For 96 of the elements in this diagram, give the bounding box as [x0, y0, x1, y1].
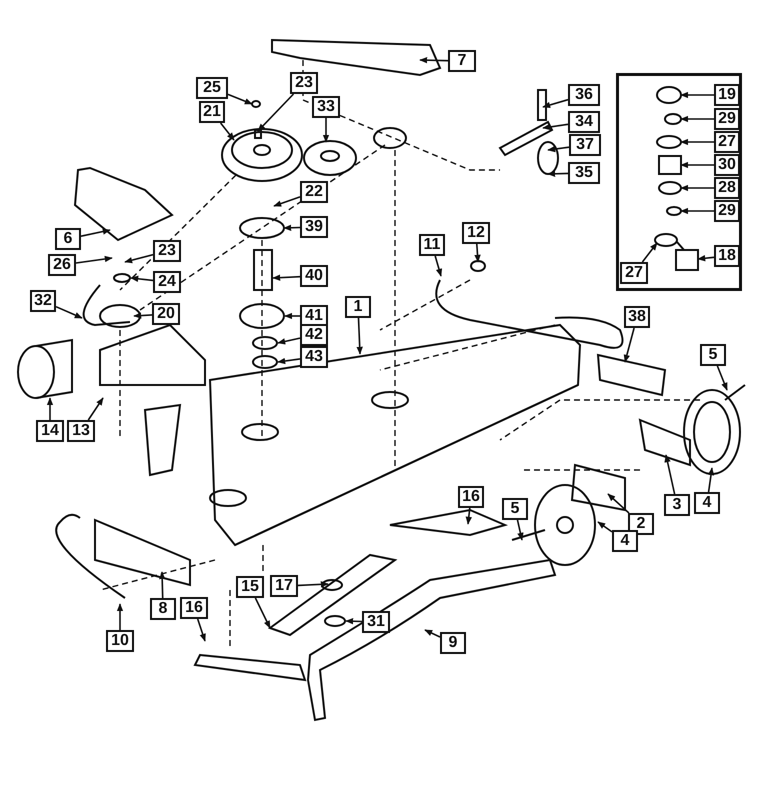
leader-line: [680, 184, 714, 192]
leader-line: [708, 467, 714, 492]
leader-line: [716, 366, 728, 391]
callout-number: 43: [300, 346, 328, 368]
leader-line: [322, 118, 330, 143]
leader-line: [642, 242, 658, 262]
leader-line: [46, 397, 54, 420]
callout-number: 23: [153, 240, 181, 262]
callout-number: 5: [502, 498, 528, 520]
callout-number: 5: [700, 344, 726, 366]
leader-line: [277, 337, 300, 345]
callout-number: 29: [714, 200, 740, 222]
callout-number: 36: [568, 84, 600, 106]
leader-line: [159, 571, 166, 598]
callout-number: 13: [67, 420, 95, 442]
callout-number: 21: [199, 101, 225, 123]
leader-line: [124, 254, 154, 264]
leader-line: [80, 228, 111, 237]
leader-line: [228, 94, 253, 105]
leader-line: [88, 397, 104, 420]
leader-line: [680, 208, 714, 214]
leader-line: [345, 618, 362, 624]
leader-line: [542, 124, 568, 130]
callout-number: 17: [270, 575, 298, 597]
callout-number: 4: [694, 492, 720, 514]
callout-number: 27: [620, 262, 648, 284]
leader-line: [220, 122, 235, 141]
leader-line: [680, 116, 714, 122]
leader-line: [664, 454, 676, 494]
callout-number: 14: [36, 420, 64, 442]
leader-line: [624, 328, 635, 363]
leader-line: [56, 306, 83, 319]
leader-line: [116, 603, 124, 630]
callout-number: 37: [569, 134, 601, 156]
callout-number: 16: [458, 486, 484, 508]
callout-number: 16: [180, 597, 208, 619]
leader-line: [133, 312, 152, 319]
callout-number: 26: [48, 254, 76, 276]
leader-line: [257, 93, 294, 132]
leader-line: [273, 196, 300, 207]
leader-line: [356, 318, 363, 355]
callout-number: 6: [55, 228, 81, 250]
callout-number: 11: [419, 234, 445, 256]
callout-number: 35: [568, 162, 600, 184]
leader-line: [196, 618, 206, 642]
callout-number: 4: [612, 530, 638, 552]
leader-line: [298, 581, 329, 588]
callout-number: 42: [300, 324, 328, 346]
leader-line: [76, 256, 113, 264]
leader-line: [474, 244, 481, 263]
callout-number: 27: [714, 131, 740, 153]
callout-number: 7: [448, 50, 476, 72]
leader-line: [680, 138, 714, 146]
callout-number: 1: [345, 296, 371, 318]
leader-line: [516, 520, 524, 541]
callout-number: 32: [30, 290, 56, 312]
leader-line: [130, 276, 154, 282]
callout-number: 23: [290, 72, 318, 94]
callout-number: 3: [664, 494, 690, 516]
callout-number: 38: [624, 306, 650, 328]
leader-line: [272, 274, 300, 281]
leader-line: [277, 358, 300, 364]
callout-number: 39: [300, 216, 328, 238]
leader-line: [547, 146, 570, 152]
leader-line: [284, 312, 300, 320]
leader-line: [680, 92, 714, 98]
callout-number: 22: [300, 181, 328, 203]
callout-number: 31: [362, 611, 390, 633]
callout-number: 19: [714, 84, 740, 106]
callout-number: 25: [196, 77, 228, 99]
leader-line: [542, 98, 568, 108]
callout-number: 40: [300, 265, 328, 287]
callout-number: 33: [312, 96, 340, 118]
leader-line: [547, 170, 568, 177]
callout-number: 15: [236, 576, 264, 598]
callout-number: 18: [714, 245, 740, 267]
leader-line: [680, 162, 714, 168]
leader-line: [283, 224, 300, 231]
callout-number: 12: [462, 222, 490, 244]
leader-line: [697, 255, 714, 262]
callout-number: 10: [106, 630, 134, 652]
leader-line: [424, 629, 440, 638]
callout-number: 30: [714, 154, 740, 176]
inset-frame: [616, 73, 742, 291]
callout-number: 9: [440, 632, 466, 654]
leader-line: [466, 508, 472, 525]
callout-number: 2: [628, 513, 654, 535]
callout-number: 34: [568, 111, 600, 133]
callout-number: 29: [714, 108, 740, 130]
callout-number: 28: [714, 177, 740, 199]
callout-number: 20: [152, 303, 180, 325]
leader-line: [597, 521, 612, 533]
leader-line: [254, 598, 271, 629]
callout-number: 8: [150, 598, 176, 620]
leader-line: [434, 256, 442, 277]
callout-number: 24: [153, 271, 181, 293]
